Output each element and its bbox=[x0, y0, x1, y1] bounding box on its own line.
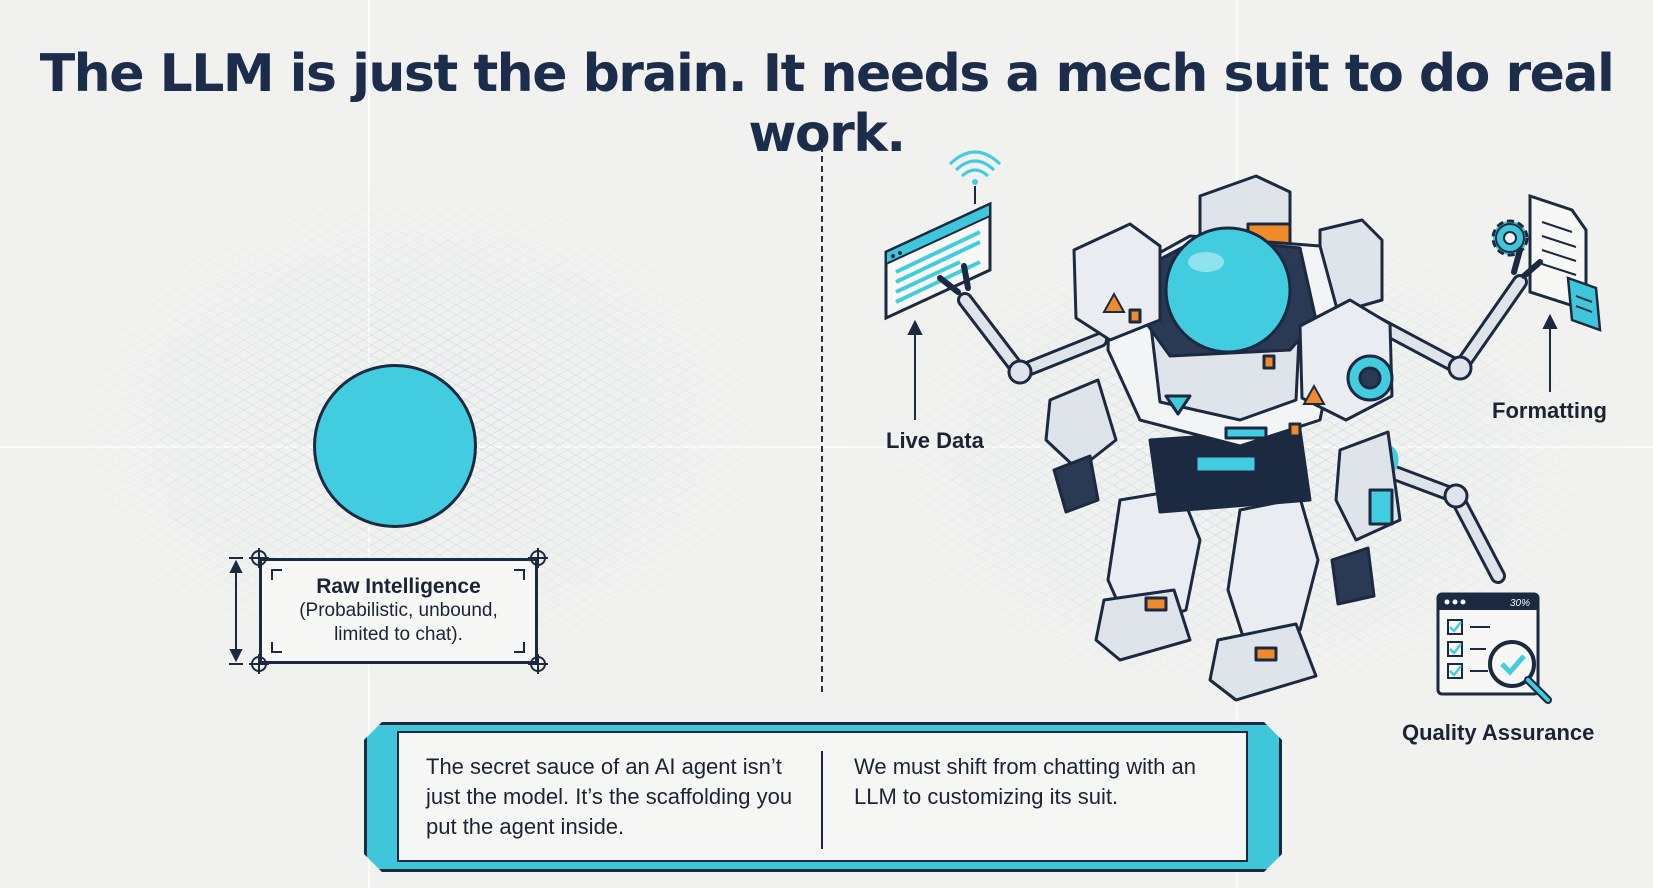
raw-intelligence-description: (Probabilistic, unbound, limited to chat… bbox=[299, 600, 498, 645]
bottom-column-divider bbox=[821, 751, 823, 849]
crosshair-marks bbox=[249, 548, 548, 674]
brain-sphere bbox=[313, 364, 477, 528]
label-live-data: Live Data bbox=[886, 428, 984, 453]
raw-intelligence-box: Raw Intelligence (Probabilistic, unbound… bbox=[259, 558, 538, 664]
warning-icon bbox=[1102, 291, 1326, 405]
label-formatting: Formatting bbox=[1492, 398, 1607, 423]
wifi-icon bbox=[948, 150, 1002, 185]
gear-icon bbox=[1491, 219, 1529, 257]
label-arrows bbox=[907, 313, 1558, 420]
paper-fold bbox=[0, 446, 1653, 448]
magnifier-icon bbox=[1488, 640, 1552, 704]
bottom-right-text: We must shift from chatting with an LLM … bbox=[854, 754, 1196, 809]
bottom-left-text: The secret sauce of an AI agent isn’t ju… bbox=[426, 754, 793, 839]
label-quality-assurance: Quality Assurance bbox=[1402, 720, 1595, 745]
qa-tag: 30% bbox=[1510, 598, 1530, 609]
checkbox-icon bbox=[1447, 619, 1490, 679]
center-divider bbox=[821, 146, 823, 692]
live-data-monitor bbox=[884, 186, 992, 321]
page-title: The LLM is just the brain. It needs a me… bbox=[39, 44, 1615, 164]
raw-intelligence-title: Raw Intelligence bbox=[316, 575, 481, 598]
mech-suit bbox=[1044, 174, 1402, 702]
dimension-arrow bbox=[229, 557, 243, 665]
document-icon bbox=[1528, 193, 1602, 332]
